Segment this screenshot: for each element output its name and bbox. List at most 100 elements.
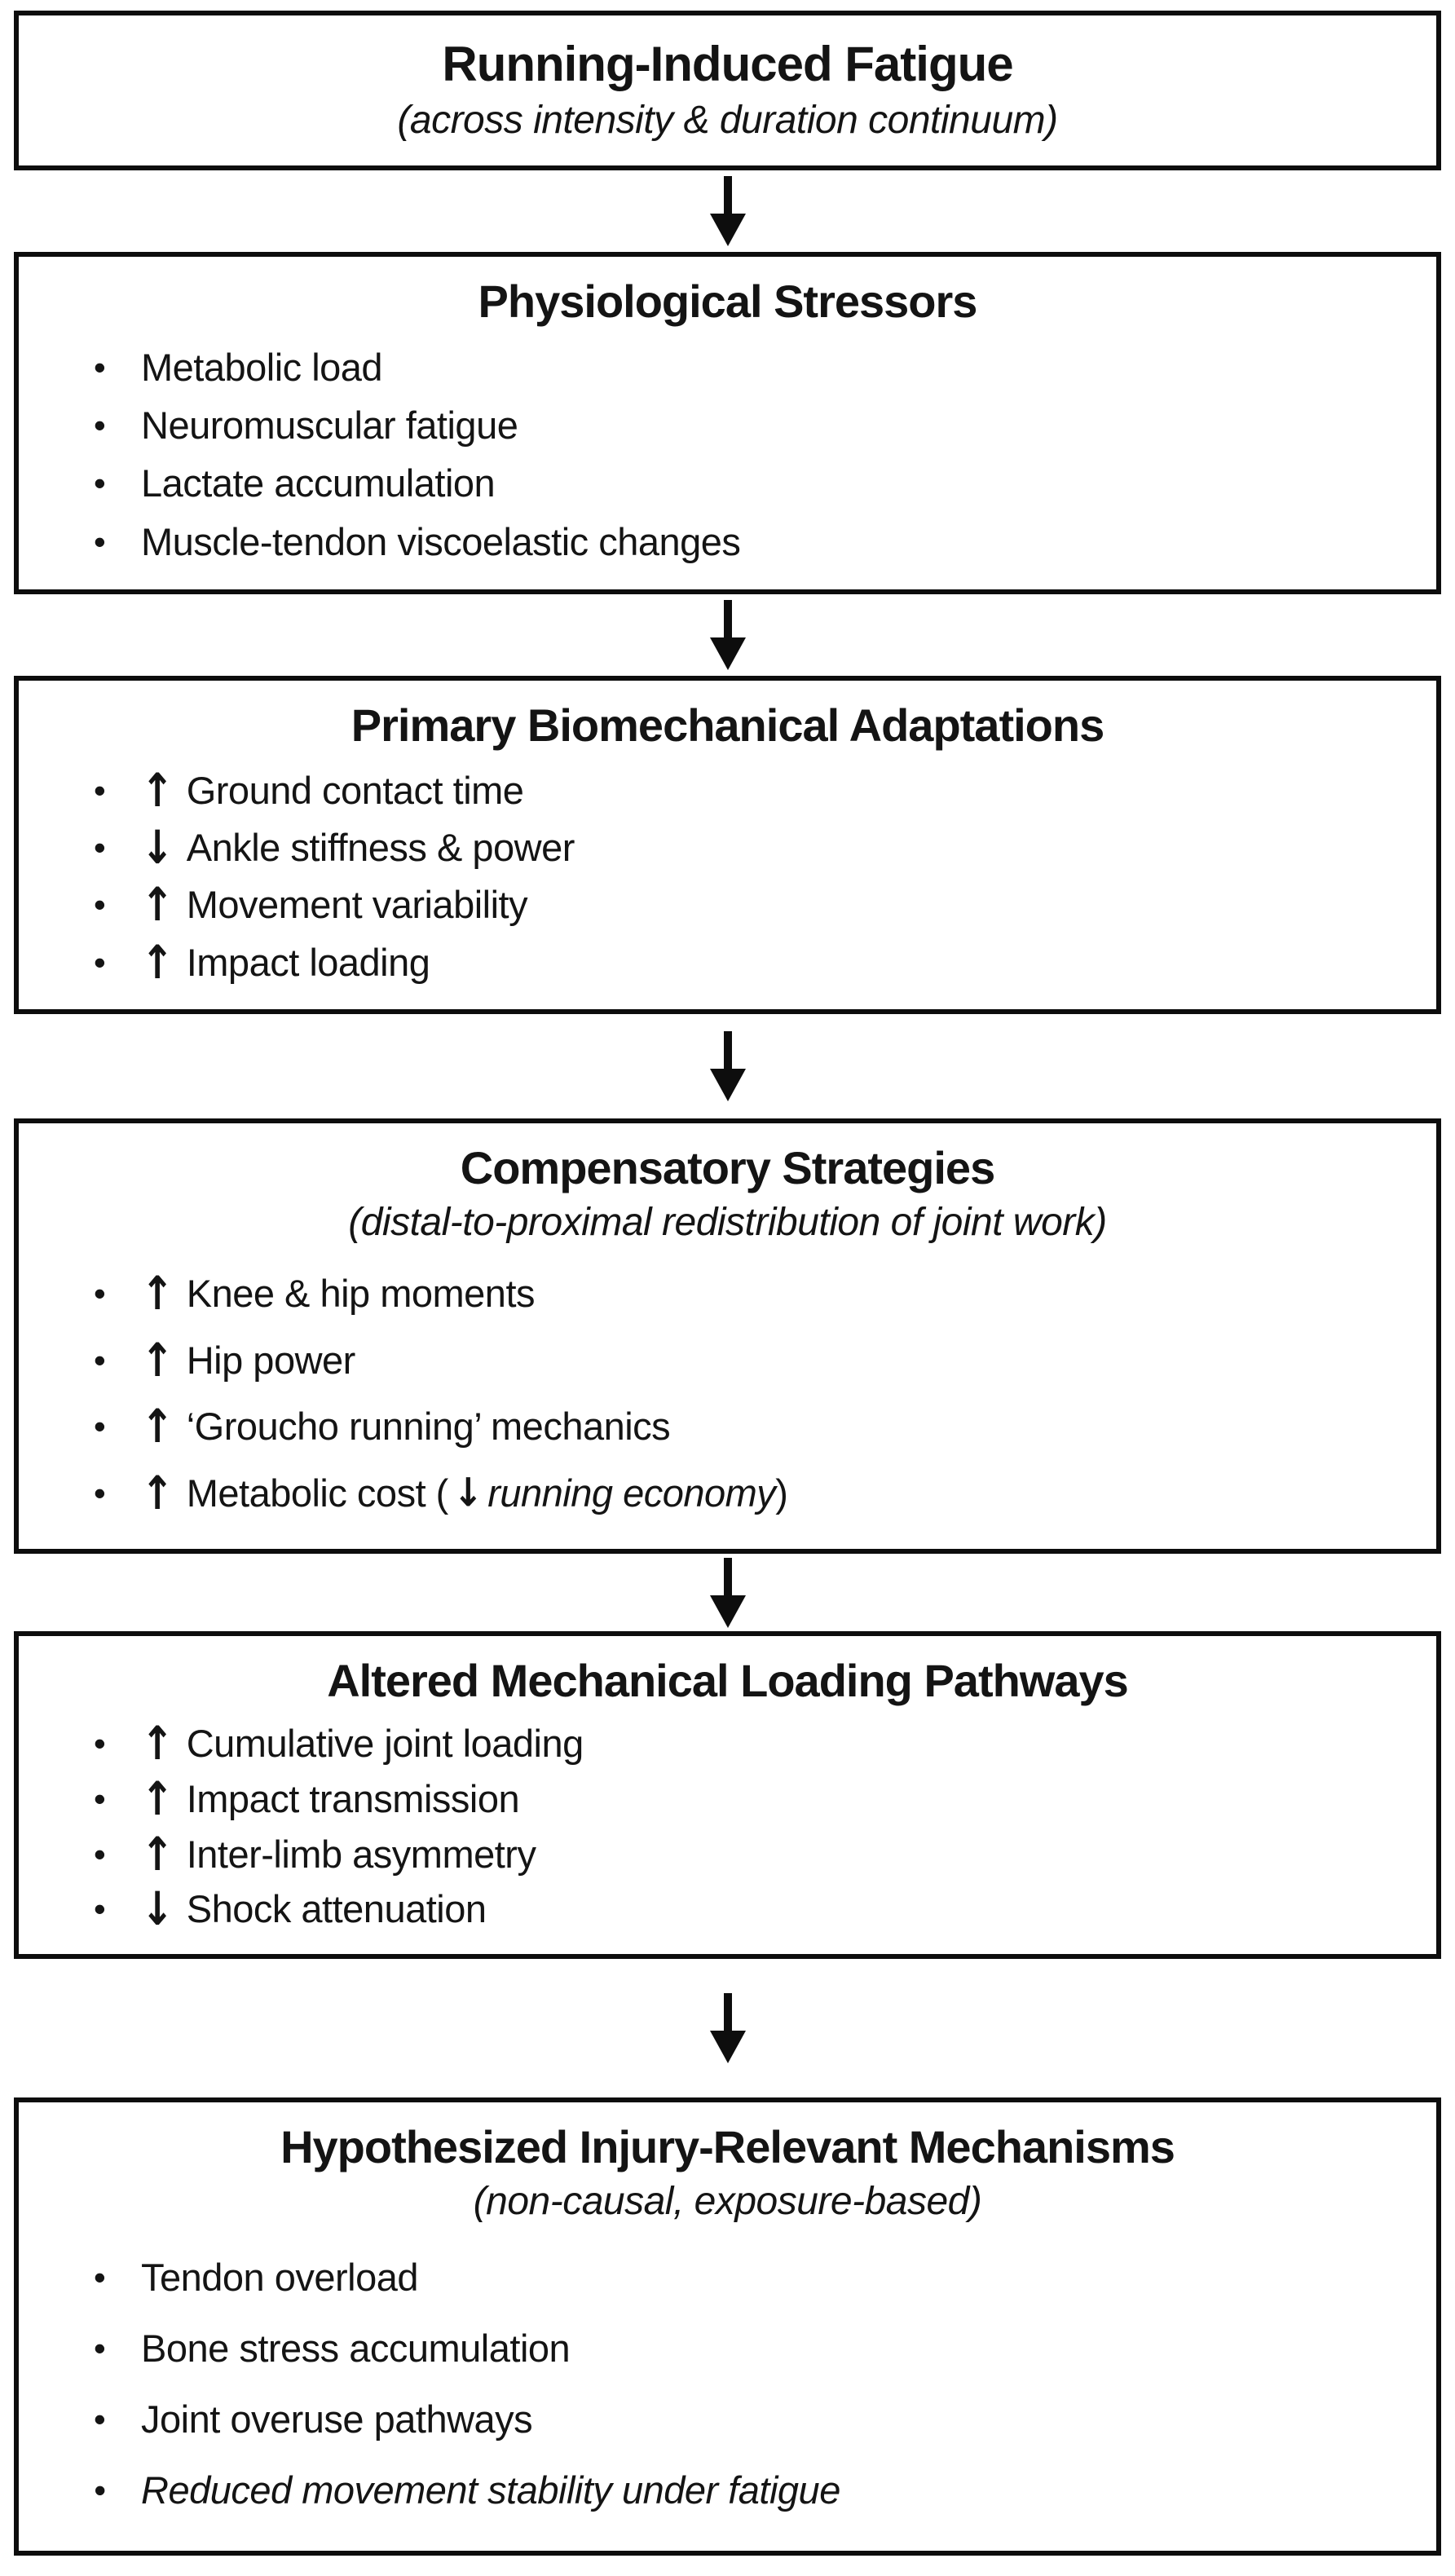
bullet-text: ‘Groucho running’ mechanics [186,1405,671,1449]
down-arrow-icon [709,1031,746,1101]
bullet-text: Cumulative joint loading [186,1722,584,1766]
list-item: • ↑ Impact loading [94,935,1420,990]
bullet-dot-icon: • [94,2328,106,2367]
bullet-text: Impact transmission [186,1776,520,1820]
bullet-dot-icon: • [94,1340,106,1379]
down-arrow-icon [709,600,746,670]
up-arrow-icon: ↑ [141,878,174,933]
bullet-text: Impact loading [186,940,430,984]
bullet-text: Movement variability [186,883,528,927]
box-physiological-stressors: Physiological Stressors • Metabolic load … [14,252,1441,594]
bullet-dot-icon: • [94,406,106,445]
box-subtitle: (distal-to-proximal redistribution of jo… [348,1200,1107,1244]
bullet-dot-icon: • [94,2257,106,2296]
up-arrow-icon: ↑ [141,1333,174,1387]
bullet-text: Ground contact time [186,768,524,812]
bullet-dot-icon: • [94,464,106,503]
bullet-dot-icon: • [94,770,106,809]
list-item: • ↑ Hip power [94,1333,1420,1387]
list-item: • Metabolic load [94,346,1420,390]
bullet-text: Metabolic cost ( [186,1471,449,1515]
box-title: Altered Mechanical Loading Pathways [327,1655,1129,1706]
list-item: • Tendon overload [94,2256,1420,2300]
bullet-list: • Metabolic load • Neuromuscular fatigue •… [19,327,1436,589]
bullet-text: Neuromuscular fatigue [141,404,518,448]
list-item: • Muscle-tendon viscoelastic changes [94,520,1420,564]
bullet-text: Hip power [186,1338,356,1382]
down-arrow-icon: ↓ [452,1469,483,1516]
list-item: • ↓ Shock attenuation [94,1882,1420,1937]
connector-gap [14,170,1441,252]
box-primary-biomechanical-adaptations: Primary Biomechanical Adaptations • ↑ Grou… [14,676,1441,1014]
list-item: • Lactate accumulation [94,461,1420,505]
box-hypothesized-injury-relevant-mechanisms: Hypothesized Injury-Relevant Mechanisms … [14,2097,1441,2556]
box-altered-mechanical-loading-pathways: Altered Mechanical Loading Pathways • ↑ Cu… [14,1631,1441,1959]
bullet-dot-icon: • [94,1407,106,1446]
list-item: • ↑ Cumulative joint loading [94,1717,1420,1771]
list-item: • Neuromuscular fatigue [94,404,1420,448]
bullet-list: • Tendon overload • Bone stress accumulati… [19,2224,1436,2551]
bullet-dot-icon: • [94,1724,106,1763]
connector-gap [14,594,1441,676]
bullet-text: Ankle stiffness & power [186,826,575,870]
bullet-list: •↑Knee & hip moments •↑Hip power •↑‘Grou… [19,1245,1436,1549]
bullet-text: Tendon overload [141,2255,419,2299]
up-arrow-icon: ↑ [141,763,174,818]
bullet-text: Metabolic load [141,345,383,389]
box-subtitle: (non-causal, exposure-based) [473,2179,982,2223]
bullet-text: Inter-limb asymmetry [186,1832,536,1876]
up-arrow-icon: ↑ [141,1466,174,1520]
up-arrow-icon: ↑ [141,1827,174,1881]
bullet-dot-icon: • [94,2399,106,2438]
list-item: • ↑ Metabolic cost (↓running economy) [94,1466,1420,1520]
bullet-text-italic: running economy [487,1471,776,1515]
down-arrow-icon [709,176,746,246]
up-arrow-icon: ↑ [141,1400,174,1454]
bullet-text: Joint overuse pathways [141,2397,533,2441]
box-title: Physiological Stressors [478,276,978,327]
box-title: Running-Induced Fatigue [442,37,1013,92]
box-running-induced-fatigue: Running-Induced Fatigue (across intensit… [14,11,1441,170]
bullet-dot-icon: • [94,828,106,867]
list-item: • ↑ Inter-limb asymmetry [94,1827,1420,1881]
box-subtitle: (across intensity & duration continuum) [397,99,1058,143]
list-item: •Reduced movement stability under fatigu… [94,2468,1420,2512]
bullet-list: • ↑ Ground contact time •↓Ankle stiffness … [19,751,1436,1009]
bullet-dot-icon: • [94,1890,106,1929]
connector-gap [14,1959,1441,2097]
list-item: • ↑ Impact transmission [94,1771,1420,1826]
bullet-dot-icon: • [94,942,106,981]
bullet-text: Shock attenuation [186,1887,487,1931]
bullet-dot-icon: • [94,1779,106,1818]
bullet-dot-icon: • [94,1473,106,1512]
bullet-list: • ↑ Cumulative joint loading • ↑ Impact tran… [19,1706,1436,1954]
box-title: Primary Biomechanical Adaptations [351,699,1104,751]
up-arrow-icon: ↑ [141,1771,174,1826]
box-compensatory-strategies: Compensatory Strategies (distal-to-proxi… [14,1118,1441,1554]
connector-gap [14,1014,1441,1118]
bullet-text: Lactate accumulation [141,461,496,505]
down-arrow-icon [709,1993,746,2063]
bullet-dot-icon: • [94,522,106,561]
bullet-text: Reduced movement stability under fatigue [141,2468,840,2512]
box-title: Hypothesized Injury-Relevant Mechanisms [280,2121,1175,2172]
bullet-text: Muscle-tendon viscoelastic changes [141,519,741,563]
list-item: • ↑ Ground contact time [94,763,1420,818]
down-arrow-icon: ↓ [141,1882,174,1937]
list-item: • Bone stress accumulation [94,2327,1420,2371]
list-item: • ↑ ‘Groucho running’ mechanics [94,1400,1420,1454]
down-arrow-icon [709,1557,746,1628]
up-arrow-icon: ↑ [141,1267,174,1321]
up-arrow-icon: ↑ [141,935,174,990]
bullet-dot-icon: • [94,347,106,386]
bullet-text: ) [775,1471,788,1515]
box-title: Compensatory Strategies [460,1142,995,1193]
bullet-dot-icon: • [94,1834,106,1873]
connector-gap [14,1554,1441,1631]
list-item: •↓Ankle stiffness & power [94,825,1420,871]
bullet-dot-icon: • [94,885,106,924]
bullet-text: Bone stress accumulation [141,2326,571,2370]
list-item: • ↑ Movement variability [94,878,1420,933]
up-arrow-icon: ↑ [141,1717,174,1771]
